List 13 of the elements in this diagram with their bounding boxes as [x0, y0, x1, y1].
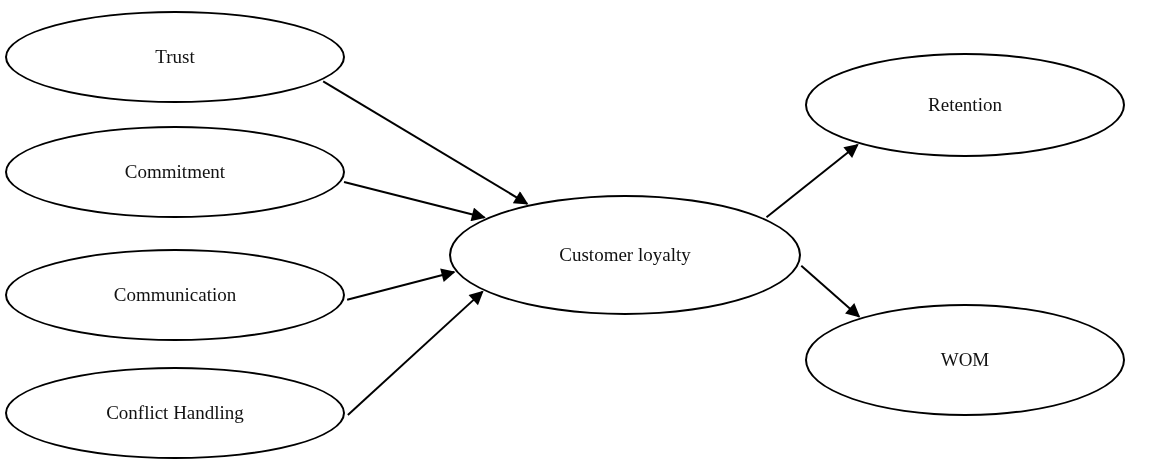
arrow [346, 290, 484, 416]
node-label: WOM [940, 349, 990, 371]
node-label: Customer loyalty [559, 244, 691, 266]
arrow [800, 264, 861, 318]
node-label: Communication [113, 284, 237, 306]
arrow [765, 143, 859, 219]
node-label: Trust [155, 46, 195, 68]
node-label: Retention [928, 94, 1002, 116]
node-label: Commitment [124, 161, 226, 183]
arrow [322, 80, 529, 205]
arrow [346, 268, 456, 301]
arrow [343, 181, 486, 222]
node-label: Conflict Handling [106, 402, 244, 424]
